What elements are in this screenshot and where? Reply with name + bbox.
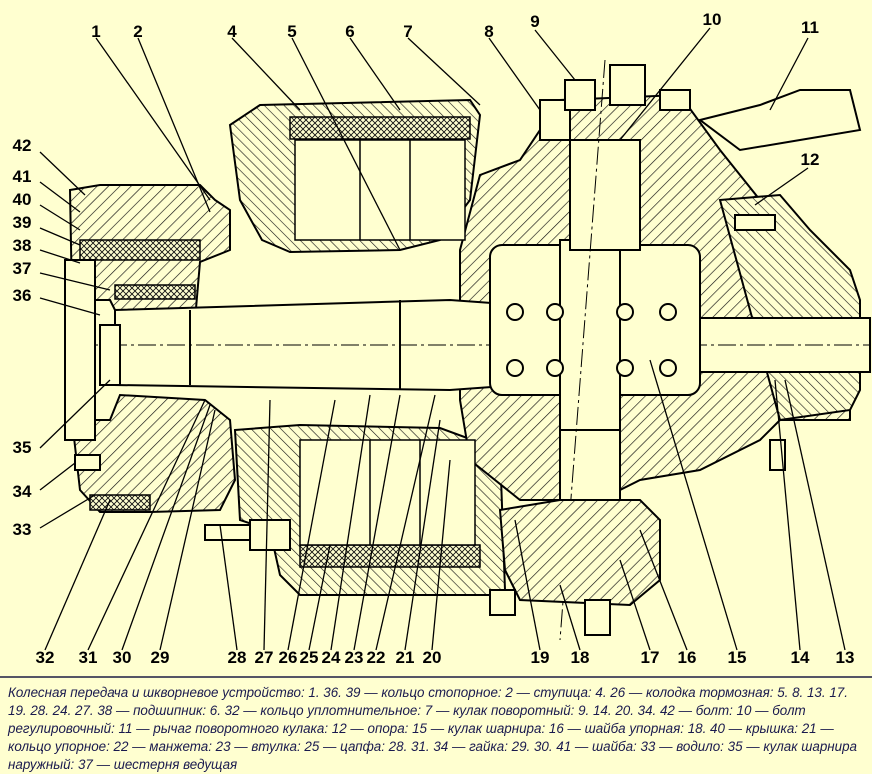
label-38: 38 — [12, 236, 32, 255]
label-39: 39 — [12, 213, 32, 232]
left-cover — [64, 259, 121, 441]
label-13: 13 — [835, 648, 855, 667]
label-24: 24 — [321, 648, 341, 667]
label-8: 8 — [484, 22, 494, 41]
label-36: 36 — [12, 286, 32, 305]
label-18: 18 — [570, 648, 590, 667]
wheel-gear-diagram: 1 2 4 5 6 7 8 9 10 11 12 42 41 40 39 38 … — [12, 10, 871, 667]
label-21: 21 — [395, 648, 415, 667]
label-23: 23 — [344, 648, 364, 667]
kingpin — [559, 59, 641, 641]
label-28: 28 — [227, 648, 247, 667]
label-5: 5 — [287, 22, 297, 41]
label-22: 22 — [366, 648, 386, 667]
label-1: 1 — [91, 22, 101, 41]
bottom-studs — [74, 214, 786, 551]
label-25: 25 — [299, 648, 319, 667]
label-6: 6 — [345, 22, 355, 41]
label-42: 42 — [12, 136, 32, 155]
brake-cavities — [294, 139, 476, 546]
label-10: 10 — [702, 10, 722, 29]
figure-caption: Колесная передача и шкворневое устройств… — [0, 676, 872, 772]
label-26: 26 — [278, 648, 298, 667]
label-17: 17 — [640, 648, 660, 667]
label-12: 12 — [800, 150, 820, 169]
label-9: 9 — [530, 12, 540, 31]
assembly-drawing — [39, 27, 871, 651]
leader-lines — [39, 27, 846, 651]
label-41: 41 — [12, 167, 32, 186]
label-2: 2 — [133, 22, 143, 41]
label-30: 30 — [112, 648, 132, 667]
label-14: 14 — [790, 648, 810, 667]
label-7: 7 — [403, 22, 413, 41]
joint-body — [489, 239, 701, 441]
steering-lever — [539, 64, 862, 152]
label-33: 33 — [12, 520, 32, 539]
label-4: 4 — [227, 22, 237, 41]
label-16: 16 — [677, 648, 697, 667]
label-34: 34 — [12, 482, 32, 501]
label-15: 15 — [727, 648, 747, 667]
label-27: 27 — [254, 648, 274, 667]
label-20: 20 — [422, 648, 442, 667]
label-31: 31 — [78, 648, 98, 667]
label-29: 29 — [150, 648, 170, 667]
label-11: 11 — [801, 18, 819, 37]
label-40: 40 — [12, 190, 32, 209]
planetary-gear — [79, 239, 201, 511]
label-32: 32 — [35, 648, 55, 667]
label-19: 19 — [530, 648, 550, 667]
label-37: 37 — [12, 259, 32, 278]
label-35: 35 — [12, 438, 32, 457]
